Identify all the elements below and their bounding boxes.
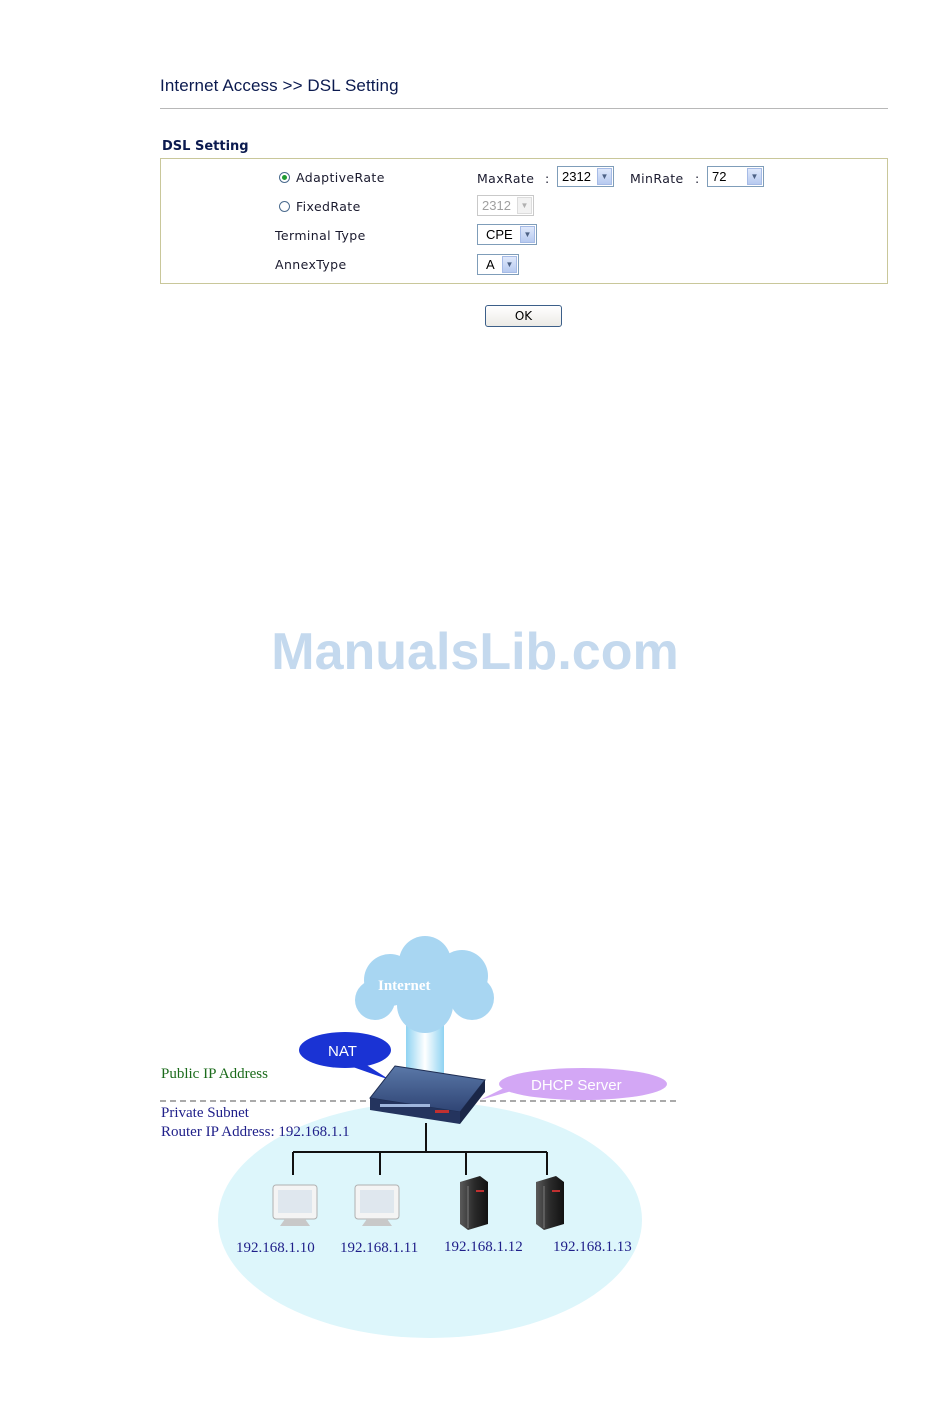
server-icon <box>460 1176 488 1230</box>
min-rate-select[interactable]: 72 ▼ <box>707 166 764 187</box>
host-ip-label: 192.168.1.12 <box>444 1239 523 1255</box>
server-icon <box>536 1176 564 1230</box>
fixed-rate-select[interactable]: 2312 ▼ <box>477 195 534 216</box>
min-rate-colon: : <box>695 171 700 186</box>
nat-label: NAT <box>328 1043 357 1060</box>
chevron-down-icon: ▼ <box>517 197 532 214</box>
router-ip-label: Router IP Address: 192.168.1.1 <box>161 1124 350 1140</box>
chevron-down-icon: ▼ <box>502 256 517 273</box>
min-rate-label: MinRate <box>630 171 684 186</box>
private-subnet-label: Private Subnet <box>161 1105 250 1121</box>
terminal-type-label: Terminal Type <box>275 228 366 243</box>
annex-type-value: A <box>486 257 495 272</box>
annex-type-label: AnnexType <box>275 257 347 272</box>
watermark: ManualsLib.com <box>0 622 950 682</box>
chevron-down-icon: ▼ <box>597 168 612 185</box>
adaptive-rate-label: AdaptiveRate <box>296 170 385 185</box>
section-title: DSL Setting <box>162 139 249 154</box>
title-divider <box>160 108 888 109</box>
adaptive-rate-radio[interactable] <box>279 172 290 183</box>
annex-type-select[interactable]: A ▼ <box>477 254 519 275</box>
nat-bubble-tail <box>350 1064 390 1080</box>
chevron-down-icon: ▼ <box>520 226 535 243</box>
max-rate-select[interactable]: 2312 ▼ <box>557 166 614 187</box>
max-rate-colon: : <box>545 171 550 186</box>
ok-button[interactable]: OK <box>485 305 562 327</box>
chevron-down-icon: ▼ <box>747 168 762 185</box>
max-rate-value: 2312 <box>562 169 591 184</box>
fixed-rate-radio[interactable] <box>279 201 290 212</box>
internet-label: Internet <box>378 978 431 994</box>
public-ip-label: Public IP Address <box>161 1066 268 1082</box>
fixed-rate-label: FixedRate <box>296 199 361 214</box>
page-title: Internet Access >> DSL Setting <box>160 76 399 96</box>
max-rate-label: MaxRate <box>477 171 534 186</box>
terminal-type-value: CPE <box>486 227 513 242</box>
host-ip-label: 192.168.1.10 <box>236 1240 315 1256</box>
network-diagram: Internet NAT DHCP Server Public IP Addre… <box>150 920 710 1350</box>
dhcp-label: DHCP Server <box>531 1077 622 1094</box>
host-ip-label: 192.168.1.13 <box>553 1239 632 1255</box>
host-ip-label: 192.168.1.11 <box>340 1240 418 1256</box>
min-rate-value: 72 <box>712 169 726 184</box>
terminal-type-select[interactable]: CPE ▼ <box>477 224 537 245</box>
fixed-rate-value: 2312 <box>482 198 511 213</box>
network-diagram-svg: Internet NAT DHCP Server Public IP Addre… <box>150 920 710 1350</box>
